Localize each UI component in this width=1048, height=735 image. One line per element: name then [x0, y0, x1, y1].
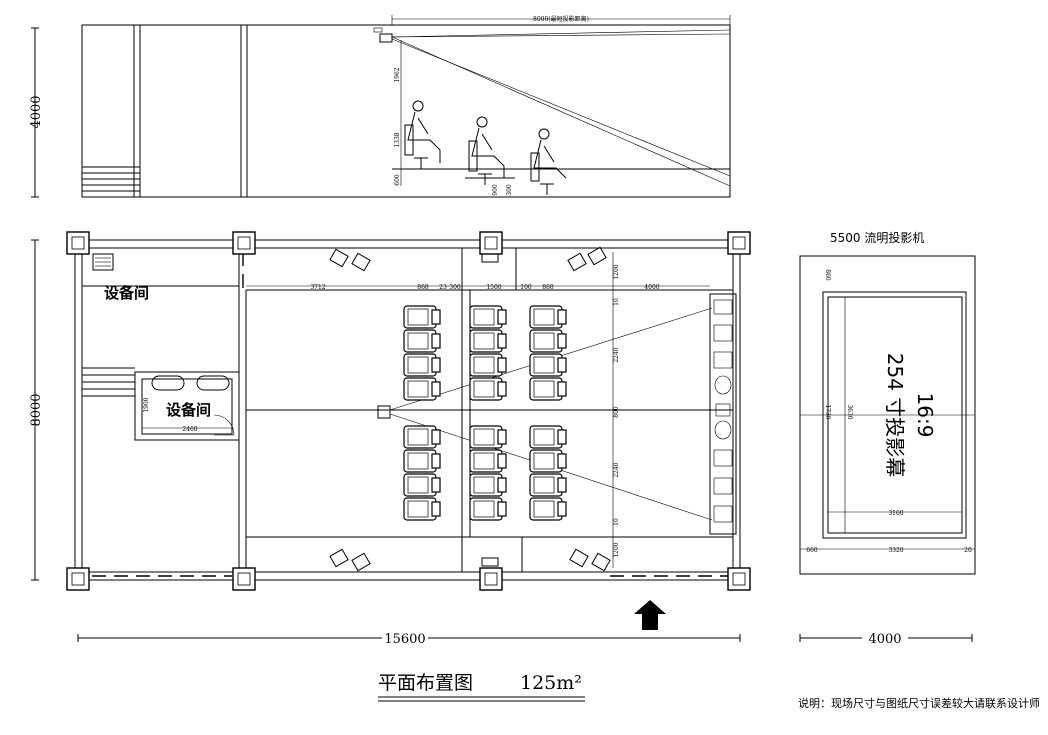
- pillar-top-left: [66, 231, 90, 255]
- screen-view-width-dim: 4000: [868, 632, 901, 647]
- equipment-room-top-label: 设备间: [104, 284, 149, 302]
- plan-view: 8000: [29, 231, 751, 647]
- plan-side-dim-1: 10: [613, 298, 620, 306]
- screen-dim-860: 860: [824, 269, 831, 281]
- section-dim-300: 300: [506, 184, 513, 196]
- seat: [529, 473, 567, 497]
- seat: [403, 305, 441, 329]
- screen-dim-20: 20: [964, 547, 972, 554]
- seat: [403, 353, 441, 377]
- plan-side-dim-3: 800: [613, 406, 620, 418]
- seat: [403, 425, 441, 449]
- seat: [529, 449, 567, 473]
- pillar-bottom-mid2: [479, 567, 503, 591]
- plan-top-dim-4: 1500: [486, 284, 501, 291]
- speaker-top-left: [329, 248, 371, 272]
- screen-strip: [709, 293, 737, 535]
- seat: [403, 497, 441, 521]
- plan-side-dim-5: 10: [613, 518, 620, 526]
- room-dim-2460: 2460: [182, 426, 197, 433]
- projector-label: 5500 流明投影机: [830, 230, 924, 245]
- seat: [469, 473, 507, 497]
- section-dim-600: 600: [394, 174, 401, 186]
- seat: [403, 377, 441, 401]
- screen-dim-3630: 3630: [846, 404, 853, 419]
- seat: [403, 473, 441, 497]
- seat: [529, 329, 567, 353]
- pillar-top-right: [727, 231, 751, 255]
- seat: [469, 305, 507, 329]
- screen-dim-3160: 3160: [888, 510, 903, 517]
- seat: [403, 449, 441, 473]
- screen-view: 5500 流明投影机 860 1730 3630 3160 660 3320 2…: [799, 230, 976, 647]
- plan-side-dim-6: 1200: [613, 542, 620, 557]
- plan-top-dim-6: 868: [542, 284, 554, 291]
- plan-top-dim-2: 23: [439, 284, 447, 291]
- seated-figure-2: [468, 116, 505, 185]
- seat: [469, 329, 507, 353]
- plan-height-dim: 8000: [29, 393, 44, 426]
- seat: [469, 353, 507, 377]
- room-dim-1900: 1900: [143, 397, 150, 412]
- seat: [529, 497, 567, 521]
- seat: [403, 329, 441, 353]
- seat: [529, 377, 567, 401]
- equipment-rack: [92, 253, 114, 271]
- pillar-bottom-left: [66, 567, 90, 591]
- screen-dim-3320: 3320: [888, 547, 903, 554]
- plan-side-dim-0: 1200: [613, 264, 620, 279]
- plan-top-dim-0: 3712: [310, 284, 325, 291]
- seated-figure-1: [404, 100, 441, 169]
- seat: [469, 497, 507, 521]
- pillar-bottom-right: [727, 567, 751, 591]
- speaker-bottom-right: [569, 548, 611, 572]
- section-dim-1962: 1962: [394, 67, 401, 82]
- throw-distance-dim: 8000(最短投影距离): [533, 15, 589, 23]
- plan-side-dim-4: 2240: [613, 462, 620, 477]
- design-note: 说明：现场尺寸与图纸尺寸误差较大请联系设计师: [798, 696, 1040, 710]
- equipment-room-mid-label: 设备间: [166, 401, 211, 419]
- screen-dim-660: 660: [806, 547, 818, 554]
- pillar-bottom-mid1: [232, 567, 256, 591]
- section-height-dim: 4000: [29, 95, 44, 128]
- section-view: 4000 8000(最短投影距离) 1962 1338 600 900 3: [29, 15, 731, 198]
- page-title: 平面布置图: [378, 672, 473, 694]
- equipment-room-mid: [134, 371, 240, 441]
- screen-dim-1730: 1730: [824, 404, 831, 419]
- seat: [469, 449, 507, 473]
- plan-top-dim-3: 300: [449, 284, 461, 291]
- speaker-top-right: [567, 246, 607, 272]
- seat: [469, 377, 507, 401]
- plan-side-dim-2: 2240: [613, 347, 620, 362]
- seat: [529, 305, 567, 329]
- projector-section: [379, 33, 393, 43]
- seating: [403, 305, 567, 521]
- speaker-bottom-left: [329, 548, 371, 572]
- plan-top-dim-5: 100: [520, 284, 532, 291]
- pillar-top-mid2: [479, 231, 503, 255]
- section-dim-900: 900: [492, 184, 499, 196]
- projector-plan: [377, 405, 391, 419]
- seat: [529, 425, 567, 449]
- seat: [469, 425, 507, 449]
- seat: [529, 353, 567, 377]
- plan-top-dim-1: 868: [417, 284, 429, 291]
- screen-label-ratio: 16:9: [913, 393, 937, 438]
- area-value: 125m²: [520, 672, 582, 694]
- plan-total-width-dim: 15600: [384, 632, 425, 647]
- seated-figure-3: [530, 128, 567, 195]
- section-dim-1338: 1338: [394, 132, 401, 147]
- plan-top-dim-7: 4000: [644, 284, 659, 291]
- screen-label-size: 254 寸投影幕: [883, 353, 907, 478]
- entrance-arrow: [634, 600, 666, 630]
- pillar-top-mid1: [232, 231, 256, 255]
